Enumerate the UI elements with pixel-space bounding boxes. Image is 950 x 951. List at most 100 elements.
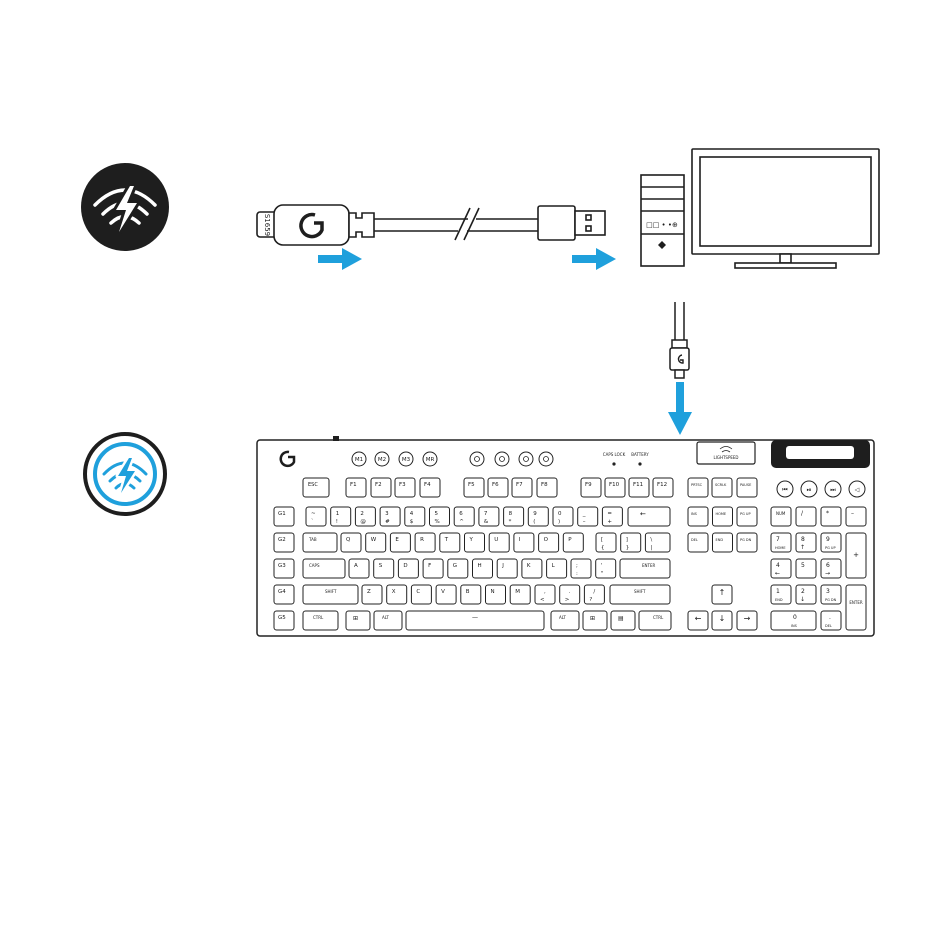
backlight-icon xyxy=(538,451,554,467)
pc-ports-label: □□ • •⊕ xyxy=(646,221,678,229)
monitor-icon xyxy=(691,148,880,269)
lightspeed-icon xyxy=(719,446,733,453)
key-num-11-label: – xyxy=(583,519,586,525)
numpad-dot-label: DEL xyxy=(825,624,832,628)
key-z: Z xyxy=(361,584,383,605)
numpad-9: 9PG UP xyxy=(820,532,842,553)
numpad-6-label: 6 xyxy=(826,562,830,569)
key-num-2: 2@ xyxy=(354,506,376,527)
key-g: G xyxy=(447,558,469,579)
key-esc: ESC xyxy=(302,477,330,498)
key-arrow-down: ↓ xyxy=(711,610,733,631)
key-z-label: Z xyxy=(367,589,371,595)
key-punct-b0-label: < xyxy=(540,597,545,603)
numpad-4-label: ← xyxy=(775,570,780,577)
key-num-11-label: _ xyxy=(582,511,586,517)
key-l: L xyxy=(546,558,568,579)
key-arrow-up-label: ↑ xyxy=(719,588,726,597)
key-bracket-2-label: | xyxy=(650,545,652,551)
key-arrow-right-label: → xyxy=(744,614,751,623)
key-right-alt-label: ALT xyxy=(559,615,566,620)
key-n-label: N xyxy=(491,589,495,595)
g-key-3: G3 xyxy=(273,558,295,579)
key-num-4-label: 4 xyxy=(410,511,414,517)
key-pg-up: PG UP xyxy=(736,506,758,527)
numpad-top-0: NUM xyxy=(770,506,792,527)
key-f2-label: F2 xyxy=(375,482,382,488)
svg-text:⏭: ⏭ xyxy=(830,487,836,494)
key-m: M xyxy=(509,584,531,605)
pc-tower-icon xyxy=(640,174,685,267)
macro-key-m1: M1 xyxy=(351,451,367,467)
g-key-5: G5 xyxy=(273,610,295,631)
key-punct-b0-label: , xyxy=(544,589,546,595)
key-ins-label: INS xyxy=(691,512,698,516)
key-pg-up-label: PG UP xyxy=(740,512,751,516)
numpad-8-label: 8 xyxy=(801,536,805,543)
key-n: N xyxy=(485,584,506,605)
key-caps: CAPS xyxy=(302,558,346,579)
key-left-alt: ALT xyxy=(373,610,403,631)
key-f11: F11 xyxy=(628,477,650,498)
key-bracket-2-label: \ xyxy=(650,537,652,543)
key-f9: F9 xyxy=(580,477,602,498)
battery-led xyxy=(638,462,642,466)
numpad-2-label: ↓ xyxy=(800,596,805,603)
play-pause-icon: ⏯ xyxy=(800,480,818,498)
key-num-10-label: ) xyxy=(558,519,560,525)
key-k: K xyxy=(521,558,543,579)
key-num-10-label: 0 xyxy=(558,511,562,517)
key-x: X xyxy=(386,584,408,605)
numpad-8: 8↑ xyxy=(795,532,817,553)
key-num-3: 3# xyxy=(379,506,401,527)
key-num-8-label: * xyxy=(509,519,512,525)
key-scrlk: SCRLK xyxy=(711,477,733,498)
key-left-shift: SHIFT xyxy=(302,584,359,605)
key-x-label: X xyxy=(392,589,396,595)
key-f9-label: F9 xyxy=(585,482,592,488)
usb-c-cable-vertical xyxy=(669,302,690,379)
key-num-12-label: = xyxy=(607,511,612,517)
key-punct-b0: ,< xyxy=(534,584,556,605)
g-key-1: G1 xyxy=(273,506,295,527)
key-right-alt: ALT xyxy=(550,610,580,631)
numpad-3: 3PG DN xyxy=(820,584,842,605)
key-num-9: 9( xyxy=(527,506,549,527)
macro-key-m2: M2 xyxy=(374,451,390,467)
key-arrow-left-label: ← xyxy=(695,614,702,623)
numpad-top-1-label: / xyxy=(801,510,804,517)
key-left-alt-label: ALT xyxy=(382,615,389,620)
key-num-1-label: ! xyxy=(336,519,338,525)
key-r: R xyxy=(414,532,436,553)
svg-text:⏮: ⏮ xyxy=(782,487,788,494)
numpad-9-label: PG UP xyxy=(825,546,836,550)
key-num-1: 1! xyxy=(330,506,352,527)
numpad-6: 6→ xyxy=(820,558,842,579)
power-switch xyxy=(333,436,339,441)
g-key-3-label: G3 xyxy=(278,563,286,569)
key-b: B xyxy=(460,584,482,605)
key-num-8: 8* xyxy=(503,506,525,527)
numpad-6-label: → xyxy=(825,570,830,577)
numpad-4-label: 4 xyxy=(776,562,780,569)
key-num-7-label: & xyxy=(484,519,489,525)
key-bracket-1-label: } xyxy=(626,545,630,551)
key-space-label: — xyxy=(472,614,478,621)
key-num-2-label: @ xyxy=(360,519,366,525)
key-a: A xyxy=(348,558,370,579)
key-num-12-label: + xyxy=(607,519,612,525)
g-key-5-label: G5 xyxy=(278,615,286,621)
wireless-lightning-wifi-icon xyxy=(83,432,167,516)
g-key-2-label: G2 xyxy=(278,537,286,543)
key-prtsc-label: PRTSC xyxy=(691,483,703,487)
key-u: U xyxy=(488,532,510,553)
key-num-0: ~` xyxy=(305,506,327,527)
key-f7-label: F7 xyxy=(516,482,523,488)
key-f11-label: F11 xyxy=(633,482,643,488)
numpad-3-label: PG DN xyxy=(825,598,837,602)
key-f3-label: F3 xyxy=(399,482,406,488)
g-key-4: G4 xyxy=(273,584,295,605)
key-right-ctrl-label: CTRL xyxy=(653,615,664,620)
key-pg-dn-label: PG DN xyxy=(740,538,752,542)
